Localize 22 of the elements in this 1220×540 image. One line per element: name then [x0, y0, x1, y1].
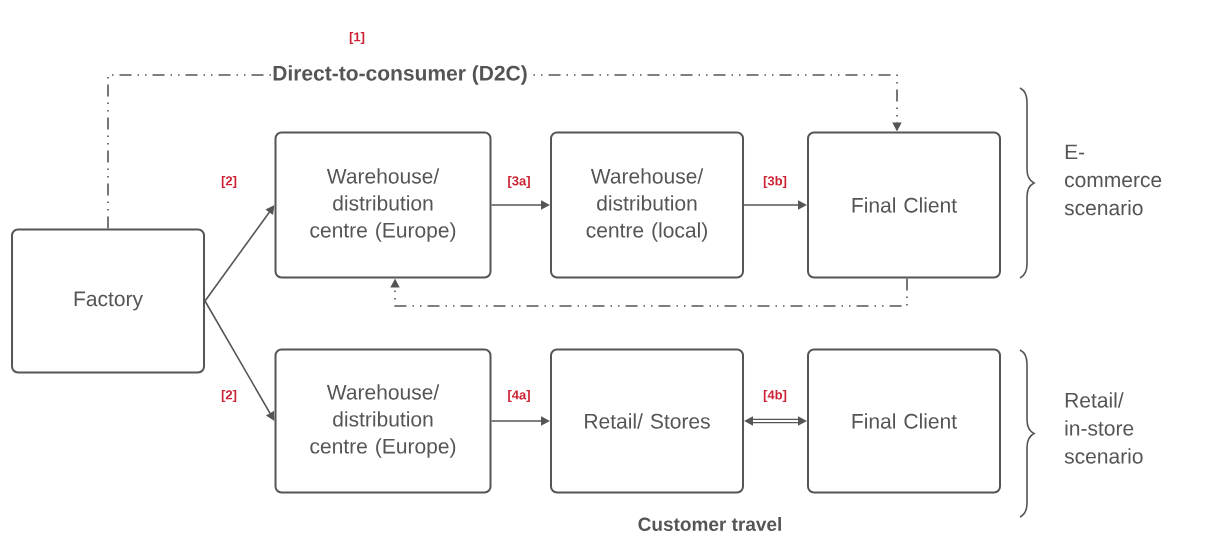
- arrow: [204, 205, 275, 302]
- edge-label: [3a]: [506, 174, 532, 190]
- scenario-label: Retail/ in-store scenario: [1064, 392, 1143, 464]
- process-box: Warehouse/ distribution centre (Europe): [274, 348, 492, 494]
- edge-label: [3b]: [762, 174, 788, 190]
- scenario-label: E-commerce scenario: [1064, 144, 1162, 216]
- edge-label: Direct-to-consumer (D2C): [271, 64, 529, 86]
- step-number: [1]: [349, 31, 365, 45]
- arrow: [390, 277, 908, 307]
- edge-label: [4a]: [506, 388, 532, 404]
- arrow: [204, 300, 275, 421]
- process-box: Final Client: [807, 131, 1001, 279]
- edge-label: [4b]: [762, 388, 788, 404]
- arrow: [744, 416, 807, 426]
- process-box: Factory: [11, 228, 205, 374]
- process-box: Final Client: [807, 348, 1001, 494]
- edge-label: [2]: [220, 388, 238, 404]
- caption: Customer travel: [638, 517, 781, 531]
- process-box: Warehouse/ distribution centre (Europe): [274, 131, 492, 279]
- process-box: Retail/ Stores: [550, 348, 744, 494]
- process-box: Warehouse/ distribution centre (local): [550, 131, 744, 279]
- edge-label: [2]: [220, 174, 238, 190]
